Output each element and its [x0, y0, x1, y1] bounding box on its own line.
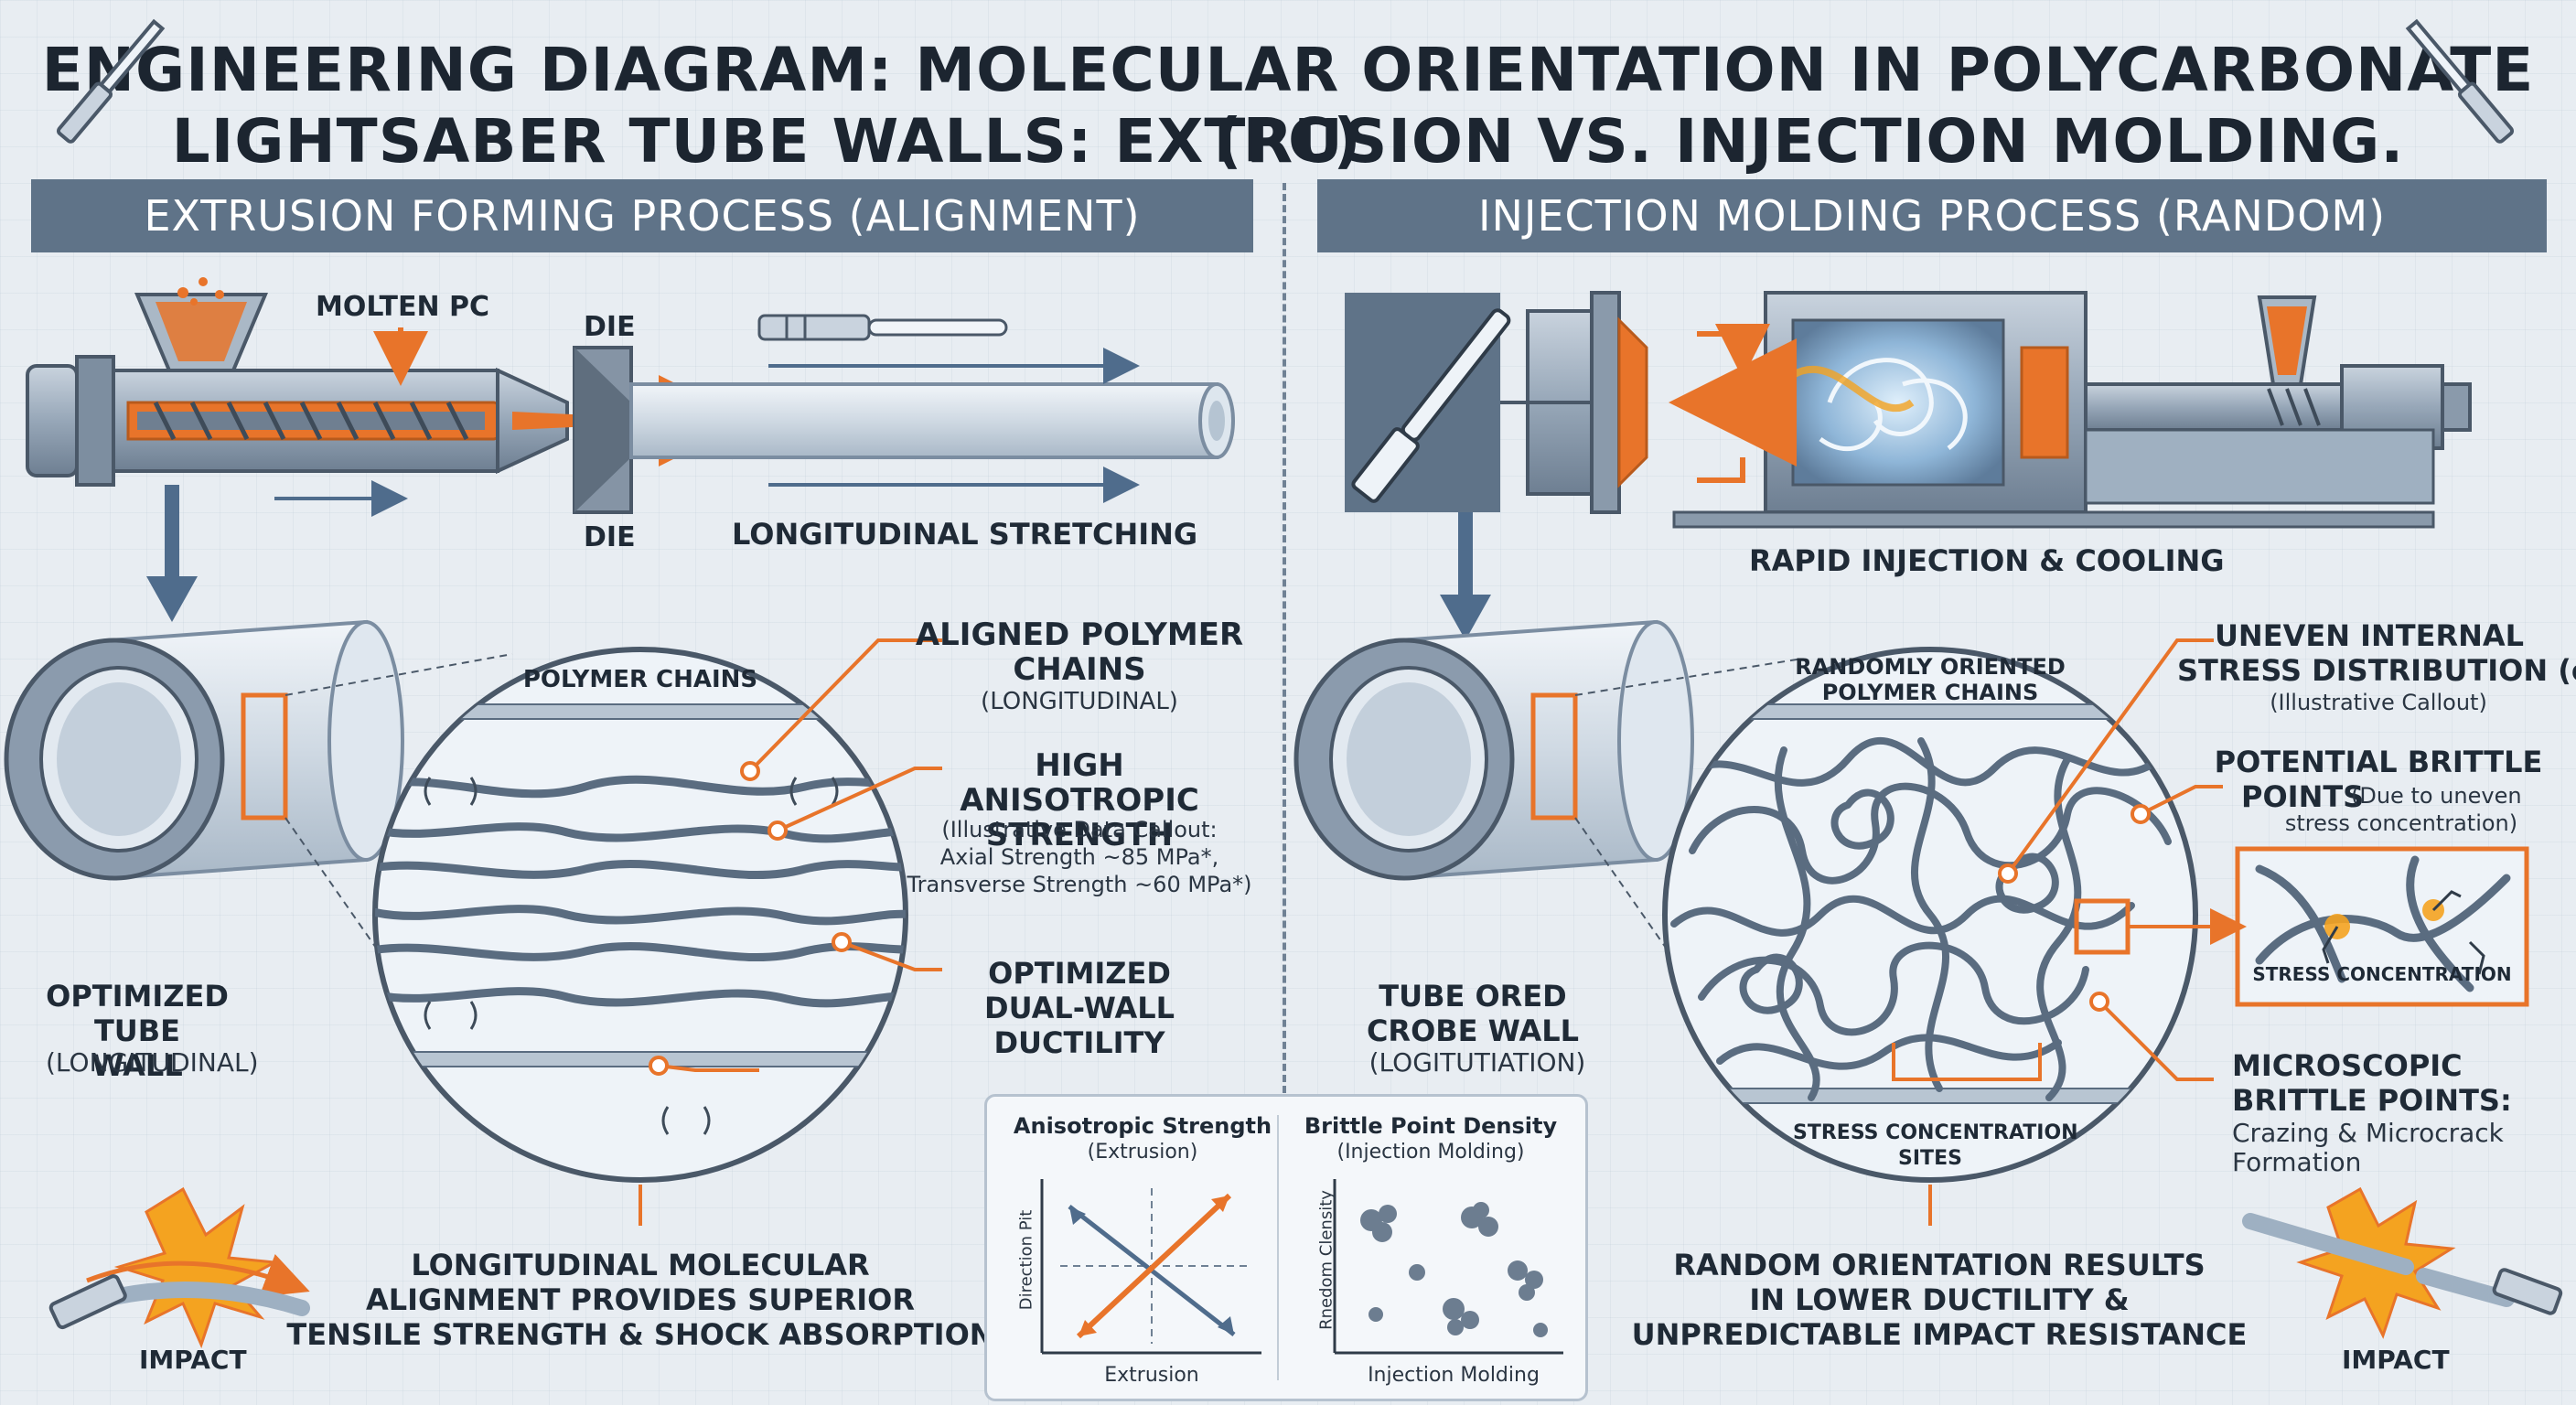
- chart2-point: [1443, 1298, 1465, 1320]
- chart2-point: [1372, 1222, 1392, 1242]
- potential-brittle-note-2: stress concentration): [2284, 810, 2518, 836]
- chart2-point: [1508, 1260, 1528, 1281]
- die-bottom-label: DIE: [584, 521, 636, 553]
- chart2-point: [1368, 1307, 1383, 1322]
- extrusion-banner: EXTRUSION FORMING PROCESS (ALIGNMENT): [31, 179, 1253, 252]
- chart1-axial-arrowhead: [1211, 1196, 1229, 1212]
- chart2-point: [1379, 1205, 1397, 1223]
- optimized-tube-wall-sub: (LONGITUDINAL): [46, 1047, 259, 1078]
- chart2-points: [1360, 1202, 1548, 1337]
- microscopic-brittle-sub-2: Formation: [2232, 1147, 2362, 1177]
- right-conclusion-2: IN LOWER DUCTILITY &: [1749, 1282, 2130, 1317]
- injection-molding-machine: [1345, 291, 2472, 529]
- chart1-subtitle: (Extrusion): [1087, 1141, 1198, 1164]
- left-conclusion-2: ALIGNMENT PROVIDES SUPERIOR: [365, 1282, 915, 1317]
- center-divider: [1283, 183, 1286, 1390]
- chart2-point: [1447, 1319, 1464, 1335]
- impact-saber-right: [2242, 1186, 2563, 1339]
- uneven-stress-title-2: STRESS DISTRIBUTION (σᵢ): [2177, 653, 2576, 688]
- anisotropic-note-1: (Illustrative Data Callout:: [941, 817, 1218, 842]
- saber-hilt-illustration: [757, 314, 1008, 341]
- optimized-ductility-label: OPTIMIZED DUAL-WALL DUCTILITY: [984, 956, 1175, 1060]
- aligned-polymer-chains-sub: (LONGITUDINAL): [981, 688, 1178, 715]
- microscopic-brittle-title-2: BRITTLE POINTS:: [2232, 1083, 2512, 1118]
- chart2-xlabel: Injection Molding: [1368, 1364, 1540, 1387]
- microscopic-brittle-sub-1: Crazing & Microcrack: [2232, 1118, 2504, 1148]
- right-tube-label-2: CROBE WALL: [1366, 1014, 1580, 1048]
- random-chains-label-1: RANDOMLY ORIENTED: [1795, 654, 2066, 680]
- microscopic-brittle-title-1: MICROSCOPIC: [2232, 1048, 2463, 1083]
- left-conclusion-3: TENSILE STRENGTH & SHOCK ABSORPTION: [286, 1317, 994, 1352]
- impact-label-left: IMPACT: [139, 1345, 247, 1375]
- potential-brittle-note-1: (Due to uneven: [2351, 783, 2522, 809]
- chart2-title: Brittle Point Density: [1304, 1113, 1558, 1139]
- chart1-xlabel: Extrusion: [1104, 1364, 1199, 1387]
- chart2-point: [1519, 1284, 1535, 1301]
- chart2-point: [1461, 1311, 1479, 1329]
- uneven-stress-title-1: UNEVEN INTERNAL: [2214, 618, 2525, 653]
- aligned-polymer-chains-title: ALIGNED POLYMER CHAINS: [915, 617, 1244, 688]
- longitudinal-stretching-label: LONGITUDINAL STRETCHING: [732, 517, 1198, 552]
- aligned-chains-magnifier: [372, 647, 908, 1183]
- anisotropic-note-3: Transverse Strength ~60 MPa*): [907, 872, 1252, 897]
- stress-concentration-label: STRESS CONCENTRATION: [2252, 963, 2512, 985]
- mini-charts-svg: [1040, 1115, 1563, 1380]
- right-conclusion-1: RANDOM ORIENTATION RESULTS: [1673, 1248, 2206, 1282]
- stress-sites-label-2: SITES: [1898, 1147, 1962, 1170]
- potential-brittle-title-1: POTENTIAL BRITTLE: [2214, 745, 2543, 779]
- impact-saber-left: [48, 1186, 310, 1349]
- extruder-machine: [26, 277, 750, 514]
- mini-charts-panel: Anisotropic Strength (Extrusion) Brittle…: [984, 1094, 1588, 1401]
- stress-concentration-inset: [2235, 846, 2529, 1007]
- left-conclusion-1: LONGITUDINAL MOLECULAR: [411, 1248, 870, 1282]
- title-line-2: LIGHTSABER TUBE WALLS: EXTRUSION VS. INJ…: [171, 106, 2405, 177]
- chart1-axial-arrow: [1076, 1193, 1232, 1339]
- chart1-axial-arrowtail: [1079, 1320, 1097, 1336]
- anisotropic-note-2: Axial Strength ~85 MPa*,: [939, 844, 1219, 870]
- right-tube-label-3: (LOGITUTIATION): [1368, 1047, 1586, 1078]
- random-chains-magnifier: [1662, 647, 2198, 1183]
- optimized-tube-wall-title: OPTIMIZED TUBE WALL: [46, 979, 229, 1083]
- chart1-transverse-head: [1069, 1207, 1086, 1225]
- tube-cross-section-left: [4, 619, 404, 881]
- rapid-injection-label: RAPID INJECTION & COOLING: [1749, 543, 2225, 578]
- chart2-subtitle: (Injection Molding): [1336, 1141, 1525, 1164]
- polymer-chains-label: POLYMER CHAINS: [522, 666, 758, 693]
- extruded-tube: [629, 382, 1235, 459]
- lightsaber-icon-top-right: [2405, 18, 2515, 144]
- high-anisotropic-strength-title: HIGH ANISOTROPIC STRENGTH: [960, 747, 1199, 853]
- potential-brittle-title-2: POINTS: [2241, 779, 2365, 814]
- lightsaber-icon-top-left: [56, 18, 166, 144]
- chart1-title: Anisotropic Strength: [1013, 1113, 1272, 1139]
- chart2-point: [1473, 1202, 1489, 1218]
- right-tube-label-1: TUBE ORED: [1379, 979, 1567, 1014]
- injection-banner: INJECTION MOLDING PROCESS (RANDOM): [1317, 179, 2547, 252]
- chart1-transverse-tail: [1218, 1316, 1234, 1335]
- chart2-point: [1525, 1271, 1543, 1289]
- chart2-point: [1533, 1323, 1548, 1337]
- die-top-label: DIE: [584, 311, 636, 343]
- molten-pc-label: MOLTEN PC: [316, 291, 490, 323]
- title-line-1: ENGINEERING DIAGRAM: MOLECULAR ORIENTATI…: [41, 35, 2535, 176]
- chart2-point: [1409, 1264, 1425, 1281]
- stress-sites-label-1: STRESS CONCENTRATION: [1793, 1121, 2078, 1144]
- right-conclusion-3: UNPREDICTABLE IMPACT RESISTANCE: [1631, 1317, 2248, 1352]
- chart2-point: [1478, 1217, 1498, 1237]
- impact-label-right: IMPACT: [2342, 1345, 2450, 1375]
- tube-cross-section-right: [1293, 619, 1694, 881]
- random-chains-label-2: POLYMER CHAINS: [1821, 680, 2039, 705]
- uneven-stress-sub: (Illustrative Callout): [2270, 690, 2487, 715]
